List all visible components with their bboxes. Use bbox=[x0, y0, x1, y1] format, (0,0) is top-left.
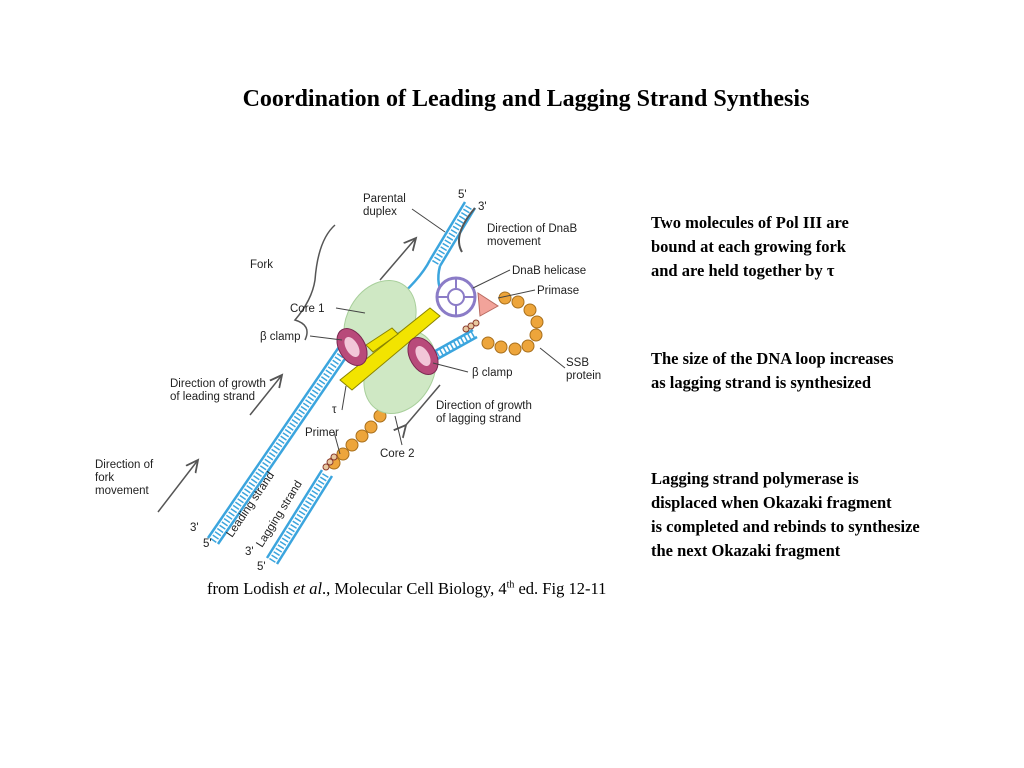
page-title: Coordination of Leading and Lagging Stra… bbox=[242, 86, 810, 112]
source-caption: from Lodish et al., Molecular Cell Biolo… bbox=[207, 579, 606, 599]
dnab-movement-arrow bbox=[379, 238, 416, 281]
note-line: displaced when Okazaki fragment bbox=[651, 493, 892, 512]
beta-clamp-right-label: β clamp bbox=[472, 367, 513, 379]
note-line: Two molecules of Pol III are bbox=[651, 213, 849, 232]
note-line: bound at each growing fork bbox=[651, 237, 846, 256]
end-5-leading-label: 5' bbox=[203, 538, 212, 550]
end-5-top-label: 5' bbox=[458, 189, 467, 201]
note-pol-iii-tau: Two molecules of Pol III are bound at ea… bbox=[651, 211, 849, 283]
beta-clamp-leading bbox=[336, 328, 368, 366]
note-line: the next Okazaki fragment bbox=[651, 541, 841, 560]
leading-strand-dna bbox=[206, 327, 364, 545]
tau-subunit bbox=[339, 307, 441, 391]
primer bbox=[322, 319, 480, 471]
end-3-leading-label: 3' bbox=[190, 522, 199, 534]
core2-label: Core 2 bbox=[380, 448, 415, 460]
note-okazaki: Lagging strand polymerase is displaced w… bbox=[651, 467, 920, 563]
ssb-protein-chain bbox=[327, 291, 544, 470]
dnab-helicase bbox=[435, 276, 477, 318]
caption-sup: th bbox=[506, 579, 515, 591]
beta-clamp-left-label: β clamp bbox=[260, 331, 301, 343]
lagging-strand-dna bbox=[265, 469, 334, 565]
fork-label: Fork bbox=[250, 259, 273, 271]
primase bbox=[477, 292, 499, 317]
note-line: Lagging strand polymerase is bbox=[651, 469, 859, 488]
caption-middle: ., Molecular Cell Biology, 4 bbox=[322, 579, 507, 598]
tau-label: τ bbox=[332, 404, 337, 416]
note-line: and are held together by τ bbox=[651, 261, 835, 280]
primer-label: Primer bbox=[305, 427, 339, 439]
core1-label: Core 1 bbox=[290, 303, 325, 315]
note-line: is completed and rebinds to synthesize bbox=[651, 517, 920, 536]
leading-growth-arrow bbox=[249, 375, 282, 416]
note-line: The size of the DNA loop increases bbox=[651, 349, 894, 368]
beta-clamp-lagging bbox=[407, 337, 439, 375]
fork-movement-arrow bbox=[157, 460, 198, 513]
caption-prefix: from Lodish bbox=[207, 579, 294, 598]
caption-suffix: ed. Fig 12-11 bbox=[514, 579, 607, 598]
lagging-growth-arrow bbox=[406, 384, 441, 425]
end-5-lagging-label: 5' bbox=[257, 561, 266, 570]
primase-label: Primase bbox=[537, 285, 579, 297]
fork-bracket bbox=[293, 224, 336, 341]
dnab-helicase-label: DnaB helicase bbox=[512, 265, 586, 277]
dnab-direction-curve bbox=[458, 207, 476, 253]
end-3-lagging-label: 3' bbox=[245, 546, 254, 558]
leader-lines bbox=[309, 208, 566, 455]
caption-italic: et al bbox=[293, 579, 323, 598]
end-3-top-label: 3' bbox=[478, 201, 487, 213]
note-line: as lagging strand is synthesized bbox=[651, 373, 872, 392]
note-dna-loop: The size of the DNA loop increases as la… bbox=[651, 347, 894, 395]
